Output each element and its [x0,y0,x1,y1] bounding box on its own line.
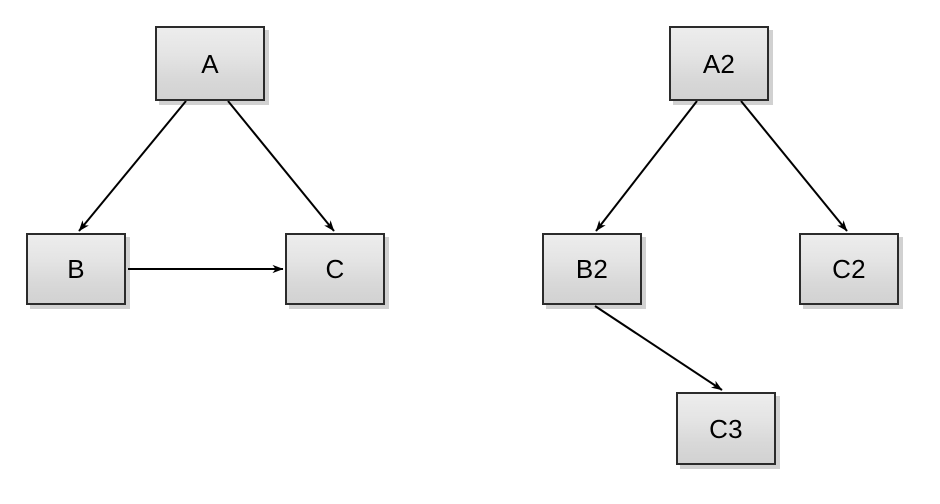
node-label-b2: B2 [575,254,609,284]
node-label-a: A [201,48,219,79]
edge-a-to-b[interactable] [78,100,187,232]
node-label-a2: A2 [702,48,736,79]
node-c3[interactable]: C3 [676,392,776,465]
node-c[interactable]: C [285,233,385,305]
node-b2[interactable]: B2 [542,233,642,305]
node-b[interactable]: B [26,233,126,305]
edges-group [78,100,848,391]
edge-a2-to-b2[interactable] [595,100,698,232]
node-label-c2: C2 [832,254,866,284]
node-a[interactable]: A [155,26,265,101]
node-a2[interactable]: A2 [669,26,769,101]
edge-a-to-c[interactable] [227,100,335,232]
edge-b2-to-c3[interactable] [594,305,723,391]
node-label-b: B [67,254,85,284]
node-c2[interactable]: C2 [799,233,899,305]
edge-a2-to-c2[interactable] [740,100,848,232]
node-label-c: C [325,254,345,284]
node-label-c3: C3 [709,413,743,444]
